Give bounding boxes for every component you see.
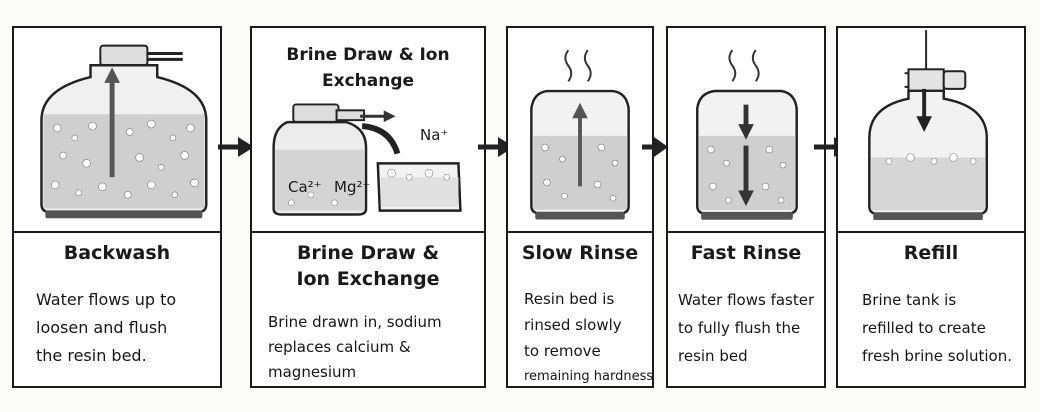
sodium-ion-label: Na⁺: [420, 126, 449, 144]
magnesium-ion-label: Mg²⁺: [334, 178, 371, 196]
step-panel-brine-draw: Brine Draw & Ion Exchange Na⁺ Ca²⁺ Mg²⁺ …: [250, 26, 486, 388]
description-line: resin bed: [678, 347, 748, 365]
description-line: magnesium: [268, 363, 357, 381]
description-line: Water flows up to: [36, 290, 177, 309]
step-panel-refill: Refill Brine tank is refilled to create …: [836, 26, 1026, 388]
description-line: to remove: [524, 342, 601, 360]
description-line: refilled to create: [862, 319, 986, 337]
description-line: the resin bed.: [36, 346, 147, 365]
panel-divider: [668, 231, 824, 233]
step-title: Refill: [903, 242, 959, 264]
description-line: Brine drawn in, sodium: [268, 313, 442, 331]
illustration-title: Brine Draw & Ion Exchange: [286, 45, 450, 91]
refill-tank-illustration: [868, 30, 989, 221]
step-title: Backwash: [63, 242, 171, 264]
step-title: Slow Rinse: [521, 242, 639, 264]
step-description: Water flows faster to fully flush the re…: [678, 286, 814, 370]
description-line: Brine tank is: [862, 291, 957, 309]
step-description: Resin bed is rinsed slowly to remove rem…: [524, 286, 653, 390]
step-title: Brine Draw & Ion Exchange: [296, 242, 440, 290]
panel-divider: [252, 231, 484, 233]
description-line: Resin bed is: [524, 290, 615, 308]
description-line: Water flows faster: [678, 291, 815, 309]
description-line: replaces calcium &: [268, 338, 411, 356]
step-panel-backwash: Backwash Water flows up to loosen and fl…: [12, 26, 222, 388]
description-line: to fully flush the: [678, 319, 801, 337]
backwash-tank-illustration: [40, 44, 208, 219]
description-line: remaining hardness: [524, 369, 654, 384]
flow-arrow-icon: [642, 137, 668, 157]
calcium-ion-label: Ca²⁺: [288, 178, 322, 196]
brine-tank-illustration: [272, 103, 462, 216]
panel-divider: [508, 231, 652, 233]
fast-rinse-tank-illustration: [696, 49, 798, 220]
panel-divider: [14, 231, 220, 233]
panel-divider: [838, 231, 1024, 233]
step-description: Brine tank is refilled to create fresh b…: [862, 286, 1012, 370]
flow-arrow-icon: [218, 137, 254, 157]
description-line: fresh brine solution.: [862, 347, 1012, 365]
description-line: loosen and flush: [36, 318, 168, 337]
step-panel-fast-rinse: Fast Rinse Water flows faster to fully f…: [666, 26, 826, 388]
step-description: Brine drawn in, sodium replaces calcium …: [268, 310, 442, 385]
slow-rinse-tank-illustration: [530, 49, 630, 220]
step-description: Water flows up to loosen and flush the r…: [36, 286, 176, 370]
step-title: Fast Rinse: [690, 242, 802, 264]
description-line: rinsed slowly: [524, 316, 622, 334]
step-panel-slow-rinse: Slow Rinse Resin bed is rinsed slowly to…: [506, 26, 654, 388]
